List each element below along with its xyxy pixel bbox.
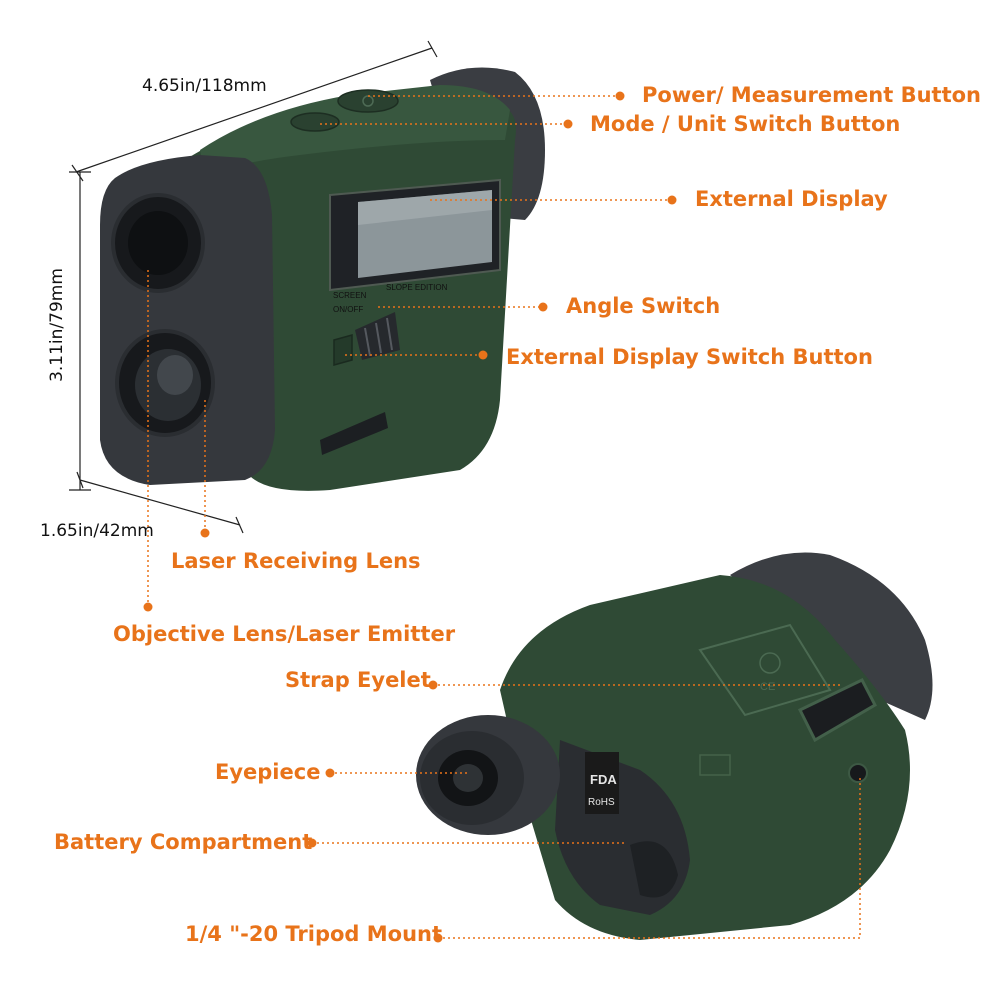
fda-plate [585,752,619,814]
compliance-label-shape [698,623,832,717]
length-dimension-label: 4.65in/118mm [142,76,267,96]
callout-tripod: 1/4 "-20 Tripod Mount [185,922,443,946]
leader-lines [147,95,861,939]
callout-eyepiece: Eyepiece [215,760,321,784]
rohs-label: RoHS [588,797,615,808]
ce-mark: CE [760,681,775,693]
callout-display-switch: External Display Switch Button [506,345,873,369]
leader-tripod [438,778,861,939]
screen-on-off-label-1: SCREEN [333,291,367,300]
width-dimension-line [79,479,241,526]
display-switch-shape [333,334,353,366]
rangefinder-front-view: SCREEN ON/OFF SLOPE EDITION [100,67,545,491]
callout-mode-button: Mode / Unit Switch Button [590,112,901,136]
width-dimension-label: 1.65in/42mm [40,521,154,541]
length-dimension-line [75,47,433,173]
strap-eyelet-shape [797,678,877,743]
eyepiece-lens-shape [438,750,498,806]
leader-dots [143,91,677,943]
callout-angle-switch: Angle Switch [566,294,721,318]
bottom-slot-shape [320,412,388,455]
slope-edition-label: SLOPE EDITION [386,283,448,292]
callout-strap-eyelet: Strap Eyelet [285,668,431,692]
power-button-shape [337,89,399,113]
display-glass-highlight [358,190,492,225]
callout-external-display: External Display [695,187,888,211]
rangefinder-rear-view: CE FDA RoHS [416,552,933,940]
fda-label: FDA [590,772,617,787]
green-body-top [200,85,510,175]
callout-battery: Battery Compartment [54,830,313,854]
callout-receiving-lens: Laser Receiving Lens [171,549,421,573]
callout-power-button: Power/ Measurement Button [642,83,981,107]
screen-on-off-label-2: ON/OFF [333,305,363,314]
tripod-mount-shape [848,763,868,783]
callout-objective-lens: Objective Lens/Laser Emitter [113,622,456,646]
height-dimension-label: 3.11in/79mm [47,268,67,382]
mode-button-shape [290,112,340,132]
dimension-lines [69,40,438,534]
